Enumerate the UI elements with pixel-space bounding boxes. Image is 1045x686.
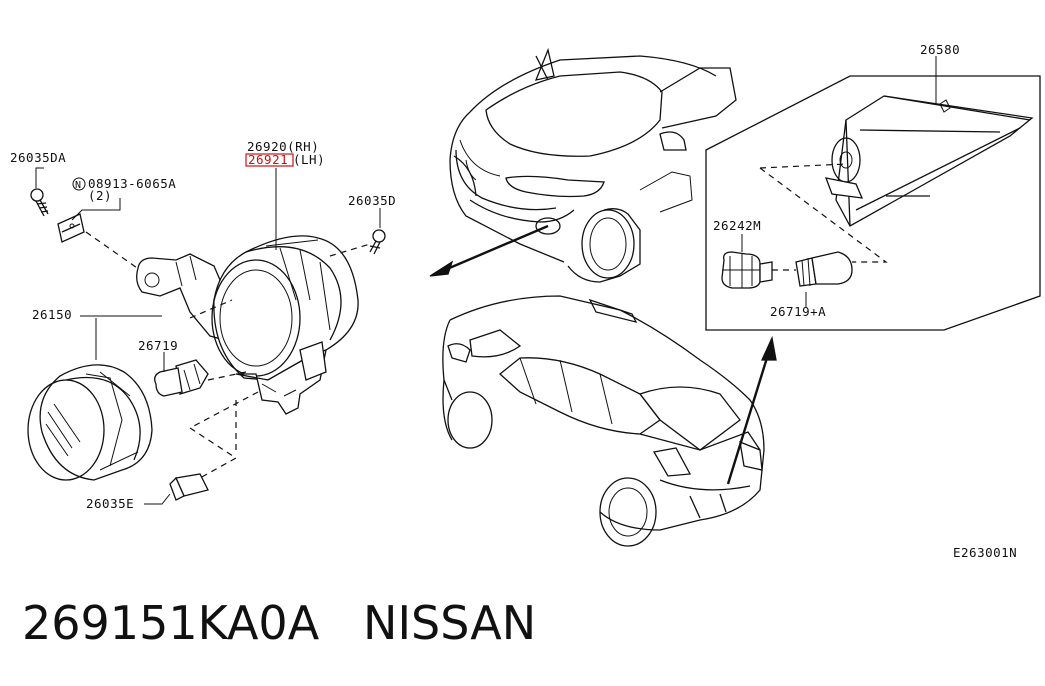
diagram-code: E263001N (953, 545, 1017, 560)
bulb-26719a (795, 251, 853, 287)
label-26150: 26150 (32, 307, 72, 322)
inset-frame (705, 75, 1041, 331)
caption-brand: NISSAN (363, 596, 537, 650)
label-26035DA: 26035DA (10, 150, 66, 165)
arrow-front (439, 224, 549, 274)
label-26920-rh: 26920(RH) (247, 139, 319, 154)
label-26580: 26580 (920, 42, 960, 57)
label-26035D: 26035D (348, 193, 396, 208)
n-symbol: N (75, 180, 82, 191)
label-26921-highlighted: 26921 (248, 152, 288, 167)
label-26035E: 26035E (86, 496, 134, 511)
highlight-box-26921 (245, 153, 294, 167)
screw-26035d (369, 229, 386, 255)
rear-car-illustration (442, 295, 765, 547)
n-symbol-circle (72, 177, 86, 191)
label-26719: 26719 (138, 338, 178, 353)
bulb-26719 (154, 359, 209, 397)
caption: 269151KA0A NISSAN (22, 596, 536, 650)
fog-lamp-26150 (27, 364, 153, 481)
arrow-rear (726, 347, 772, 485)
high-mount-stop-lamp-26580 (824, 95, 1034, 227)
clip-nut-08913 (57, 213, 85, 243)
label-26719A: 26719+A (770, 304, 826, 319)
fog-lamp-housing-26920 (211, 235, 359, 415)
front-car-illustration (449, 47, 737, 283)
label-08913-6065A: 08913-6065A (88, 176, 176, 191)
label-26921-lh: (LH) (293, 152, 325, 167)
caption-part-number: 269151KA0A (22, 596, 320, 650)
label-26242M: 26242M (713, 218, 761, 233)
screw-26035da (30, 188, 49, 217)
socket-26242m (721, 251, 773, 289)
label-08913-qty: (2) (88, 188, 112, 203)
clip-26035e (169, 473, 209, 501)
